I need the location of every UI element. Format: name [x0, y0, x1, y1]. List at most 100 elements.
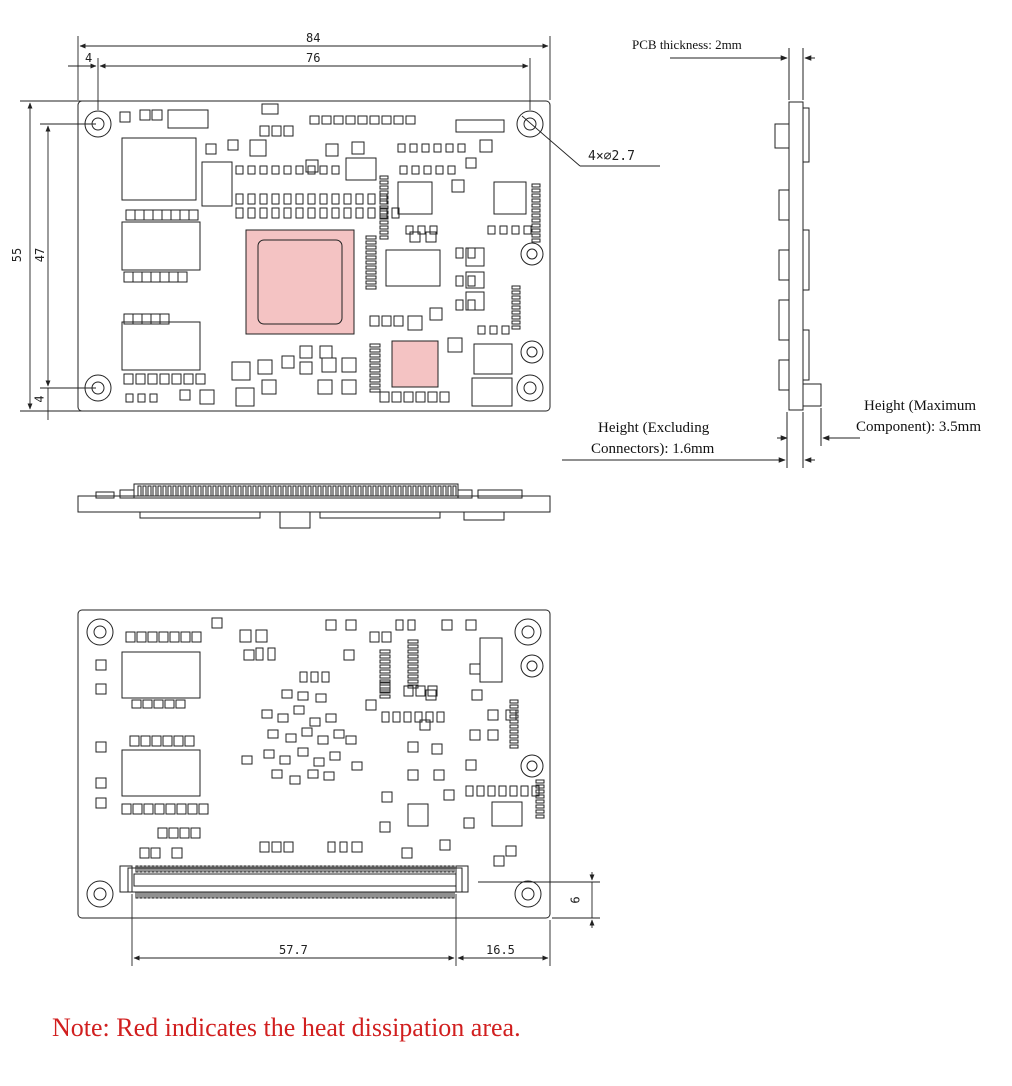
smd-component: [187, 803, 198, 815]
connector-pin: [219, 865, 223, 873]
smd-pad: [369, 348, 381, 353]
connector-pin: [171, 891, 175, 899]
smd-component: [190, 827, 201, 839]
smd-component: [423, 165, 432, 175]
smd-pad: [535, 779, 545, 784]
connector-pin: [312, 485, 317, 497]
smd-component: [425, 231, 437, 243]
smd-component: [381, 711, 390, 723]
connector-pin: [255, 865, 259, 873]
connector-pin: [331, 891, 335, 899]
smd-component: [281, 689, 293, 699]
smd-component: [95, 777, 107, 789]
connector-pin: [235, 865, 239, 873]
smd-component: [379, 391, 390, 403]
connector-pin: [347, 485, 352, 497]
smd-pad: [531, 233, 541, 238]
connector-pin: [239, 865, 243, 873]
connector-pin: [135, 865, 139, 873]
smd-pad: [511, 325, 521, 330]
connector-pin: [175, 865, 179, 873]
connector-pin: [327, 485, 332, 497]
connector-pin: [267, 891, 271, 899]
smd-component: [259, 125, 270, 137]
connector-pin: [319, 891, 323, 899]
smd-component: [283, 193, 292, 205]
smd-pad: [365, 280, 377, 285]
smd-component: [381, 115, 392, 125]
smd-pad: [379, 185, 389, 190]
connector-pin: [419, 891, 423, 899]
smd-pad: [365, 260, 377, 265]
smd-component: [463, 817, 475, 829]
connector-pin: [252, 485, 257, 497]
smd-pad: [379, 200, 389, 205]
smd-component: [289, 775, 301, 785]
smd-component: [367, 193, 376, 205]
smd-component: [307, 769, 319, 779]
smd-component: [129, 735, 140, 747]
smd-component: [125, 631, 136, 643]
smd-component: [123, 271, 134, 283]
smd-component: [151, 109, 163, 121]
dim-connector-offset: 16.5: [486, 943, 515, 957]
smd-component: [403, 711, 412, 723]
connector-pin: [175, 891, 179, 899]
connector-pin: [239, 891, 243, 899]
connector-pin: [343, 891, 347, 899]
connector-pin: [283, 891, 287, 899]
dim-connector-edge: 6: [568, 896, 583, 904]
smd-component: [261, 103, 279, 115]
height-max-label-1: Height (Maximum: [864, 398, 977, 414]
connector-pin: [371, 891, 375, 899]
dim-left-offset: 4: [85, 51, 93, 65]
connector-pin: [315, 865, 319, 873]
smd-component: [471, 689, 483, 701]
connector-pin: [171, 865, 175, 873]
smd-component: [255, 629, 268, 643]
smd-component: [170, 209, 181, 221]
smd-component: [381, 791, 393, 803]
bottom-small-components: [95, 617, 545, 867]
smd-pad: [365, 255, 377, 260]
connector-pin: [303, 891, 307, 899]
smd-component: [259, 207, 268, 219]
connector-pin: [299, 891, 303, 899]
connector-pin: [403, 891, 407, 899]
smd-component: [297, 747, 309, 757]
height-excluding-label-2: Connectors): 1.6mm: [591, 441, 715, 457]
connector-pin: [342, 485, 347, 497]
smd-component: [321, 671, 330, 683]
smd-component: [325, 713, 337, 723]
smd-component: [433, 143, 442, 153]
connector-pin: [147, 865, 151, 873]
smd-component: [267, 647, 276, 661]
connector-pin: [192, 485, 197, 497]
connector-pin: [191, 865, 195, 873]
smd-component: [487, 709, 499, 721]
smd-component: [257, 359, 273, 375]
smd-component: [132, 271, 143, 283]
smd-pad: [365, 285, 377, 290]
connector-pin: [247, 485, 252, 497]
smd-component: [235, 387, 255, 407]
connector-pin: [392, 485, 397, 497]
smd-pad: [509, 724, 519, 729]
connector-pin: [352, 485, 357, 497]
connector-pin: [307, 865, 311, 873]
connector-pin: [163, 865, 167, 873]
smd-component: [135, 373, 146, 385]
connector-pin: [247, 865, 251, 873]
smd-component: [279, 755, 291, 765]
smd-pad: [531, 208, 541, 213]
smd-component: [369, 315, 380, 327]
smd-pad: [509, 744, 519, 749]
connector-pin: [167, 865, 171, 873]
smd-component: [168, 271, 179, 283]
connector-pin: [443, 891, 447, 899]
smd-component: [351, 141, 365, 155]
smd-pad: [379, 664, 391, 669]
smd-component: [455, 299, 464, 311]
smd-pad: [379, 230, 389, 235]
smd-component: [159, 271, 170, 283]
